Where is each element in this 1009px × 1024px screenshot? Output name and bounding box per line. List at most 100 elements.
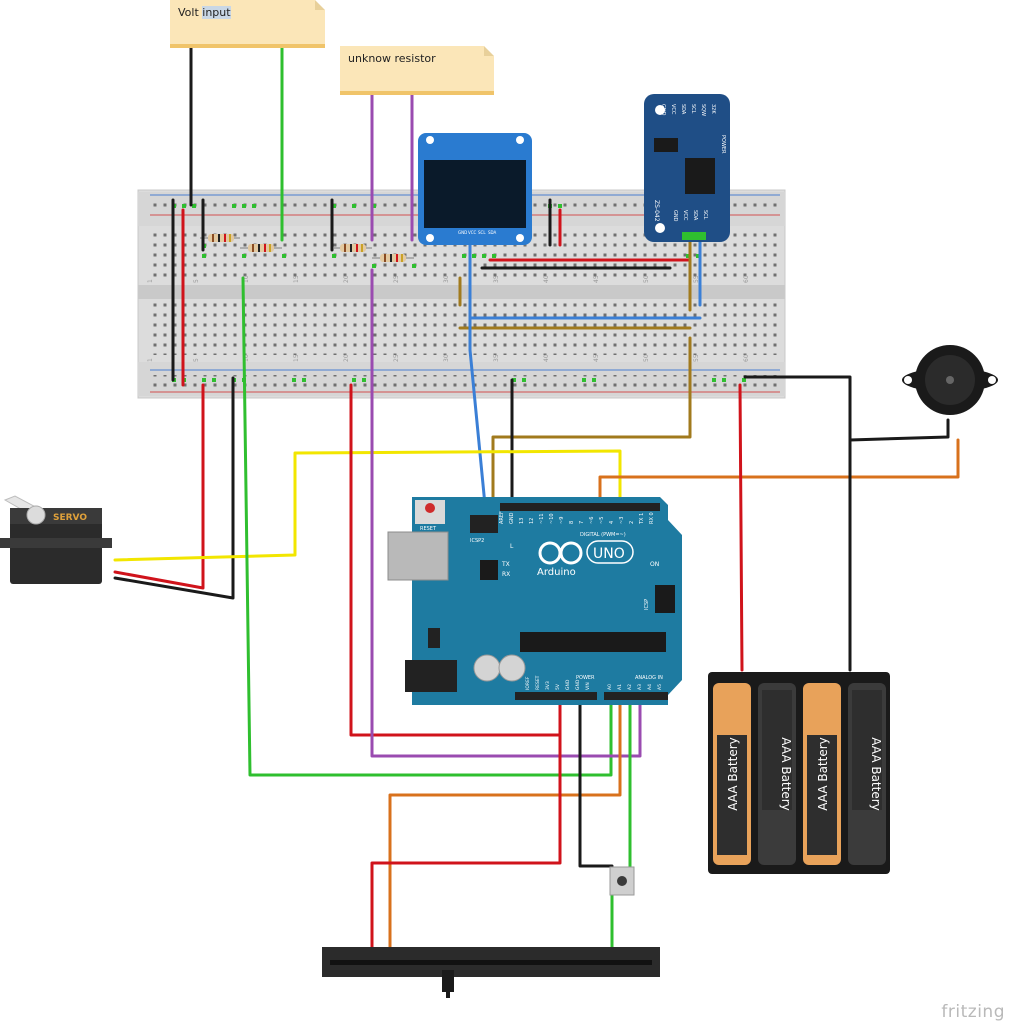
wire-black-gnd-button xyxy=(578,693,614,868)
wire-green-a0 xyxy=(241,276,613,777)
digital-pin-label: GND xyxy=(509,512,515,524)
resistor-2 xyxy=(240,244,282,252)
reset-button[interactable] xyxy=(425,503,435,513)
arduino-logo-icon xyxy=(538,541,583,565)
breadboard-column-number: 50 xyxy=(643,275,650,283)
rtc-bottom-pin-label: SDA xyxy=(692,210,698,221)
rtc-model-label: ZS-042 xyxy=(653,200,660,222)
capacitor-1 xyxy=(473,654,501,682)
rtc-bottom-pin-label: VCC xyxy=(682,210,688,221)
breadboard-column-number: 20 xyxy=(343,275,350,283)
analog-pin-label: A3 xyxy=(637,684,643,690)
battery-cell: AAA Battery xyxy=(848,683,886,865)
note-volt-input: Volt input xyxy=(170,0,325,48)
battery-cell: AAA Battery xyxy=(713,683,751,865)
battery-cell-label: AAA Battery xyxy=(726,737,740,811)
rtc-eeprom xyxy=(654,138,678,152)
rx-led-label: RX xyxy=(502,571,510,578)
rtc-top-pin-label: SCL xyxy=(690,104,696,114)
note-volt-highlight: input xyxy=(202,6,231,19)
breadboard-column-number: 10 xyxy=(243,354,250,362)
rtc-top-pin-label: SDA xyxy=(680,104,686,115)
breadboard-column-number: 40 xyxy=(543,354,550,362)
fritzing-brand: fritzing xyxy=(941,1002,1005,1022)
breadboard-column-number: 60 xyxy=(743,354,750,362)
buzzer xyxy=(902,345,998,415)
battery-cell-label: AAA Battery xyxy=(816,737,830,811)
breadboard-column-number: 25 xyxy=(393,354,400,362)
rtc-top-pin-label: SQW xyxy=(700,104,706,116)
breadboard-column-number: 5 xyxy=(193,279,200,283)
breadboard-column-number: 1 xyxy=(147,279,154,283)
wire-buzzer-orange xyxy=(598,438,960,507)
wire-purple-a3 xyxy=(370,268,642,758)
breadboard-column-number: 25 xyxy=(393,275,400,283)
slide-potentiometer xyxy=(322,947,660,998)
note-unknown-resistor-label: unknow resistor xyxy=(348,52,436,65)
analog-header xyxy=(604,692,668,700)
breadboard-column-number: 10 xyxy=(243,275,250,283)
resistor-1 xyxy=(200,234,240,242)
wire-orange-pot xyxy=(388,693,622,950)
atmega-chip xyxy=(520,632,666,652)
rtc-top-pin-label: 32K xyxy=(710,104,716,114)
wire-servo-black xyxy=(113,376,235,600)
rtc-chip xyxy=(685,158,715,194)
voltage-regulator xyxy=(428,628,440,648)
power-header xyxy=(515,692,597,700)
breadboard-column-number: 35 xyxy=(493,275,500,283)
arduino-brand: Arduino xyxy=(537,567,576,578)
digital-pin-label: TX 1 xyxy=(639,513,645,525)
servo-motor: SERVO xyxy=(0,495,112,584)
rtc-top-pin-label: VCC xyxy=(670,104,676,115)
analog-pin-label: A5 xyxy=(657,684,663,690)
oled-pin-label: SDA xyxy=(488,230,497,235)
analog-pin-label: A2 xyxy=(627,684,633,690)
arduino-model: UNO xyxy=(593,546,625,562)
analog-pin-label: A1 xyxy=(617,684,623,690)
icsp-label: ICSP xyxy=(644,599,650,610)
rtc-power-label: POWER xyxy=(720,135,726,154)
breadboard-column-number: 1 xyxy=(147,358,154,362)
note-volt-prefix: Volt xyxy=(178,6,203,19)
wire-servo-yellow xyxy=(113,449,622,562)
digital-pin-label: 7 xyxy=(579,521,585,524)
resistor-4 xyxy=(372,254,414,262)
power-pin-label: 5V xyxy=(555,683,561,690)
rtc-bottom-pin-label: GND xyxy=(672,210,678,222)
digital-pin-label: ~5 xyxy=(599,517,605,524)
wire-oled-brown xyxy=(491,336,692,507)
analog-label: ANALOG IN xyxy=(635,675,663,681)
wire-red-5v xyxy=(349,383,562,737)
breadboard-column-number: 50 xyxy=(643,354,650,362)
digital-pin-label: ~9 xyxy=(559,517,565,524)
analog-pin-label: A0 xyxy=(607,684,613,690)
oled-screen xyxy=(424,160,526,228)
power-pin-label: VIN xyxy=(585,682,591,690)
reset-label: RESET xyxy=(420,526,437,532)
icsp2-header xyxy=(470,515,498,533)
digital-pin-label: AREF xyxy=(499,511,505,524)
breadboard-column-number: 45 xyxy=(593,354,600,362)
icsp-header xyxy=(655,585,675,613)
l-led-label: L xyxy=(510,543,514,550)
power-label: POWER xyxy=(576,675,595,681)
digital-pin-label: 8 xyxy=(569,521,575,524)
chip-small xyxy=(480,560,498,580)
tx-led-label: TX xyxy=(501,561,510,568)
breadboard-column-number: 35 xyxy=(493,354,500,362)
note-unknown-resistor: unknow resistor xyxy=(340,46,494,95)
digital-header xyxy=(500,503,660,511)
battery-cell: AAA Battery xyxy=(803,683,841,865)
power-pin-label: IOREF xyxy=(525,676,531,690)
breadboard-column-number: 55 xyxy=(693,354,700,362)
breadboard-column-number: 30 xyxy=(443,275,450,283)
breadboard-column-number: 45 xyxy=(593,275,600,283)
breadboard-column-number: 15 xyxy=(293,354,300,362)
capacitor-2 xyxy=(498,654,526,682)
wires xyxy=(113,46,960,950)
rtc-bottom-pin-label: SCL xyxy=(702,210,708,220)
rtc-pin-header xyxy=(682,232,706,240)
digital-label: DIGITAL (PWM=~) xyxy=(580,532,626,538)
